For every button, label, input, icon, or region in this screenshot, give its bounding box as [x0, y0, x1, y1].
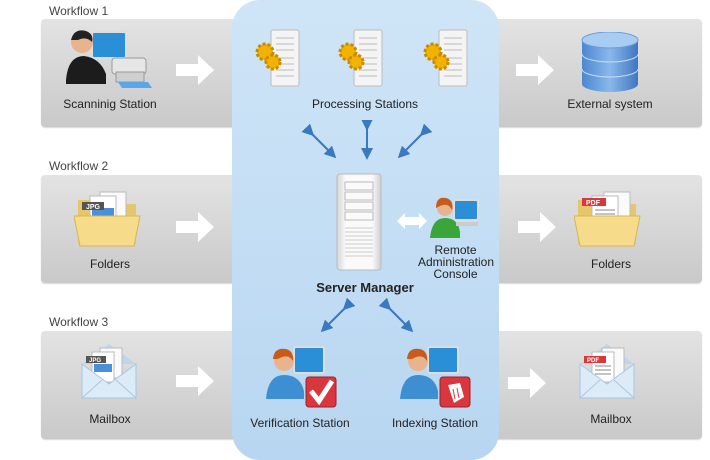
processing-server-icon-3	[423, 29, 468, 87]
connector-arrows	[301, 120, 433, 333]
scanning-station-label: Scanninig Station	[63, 97, 157, 111]
external-system-label: External system	[567, 97, 653, 111]
indexing-station-label: Indexing Station	[391, 416, 479, 430]
target-folders-label: Folders	[590, 257, 631, 271]
remote-admin-label-line1: Remote	[434, 243, 477, 257]
workflow-2-label: Workflow 2	[49, 159, 109, 173]
remote-admin-label-line3: Console	[433, 267, 478, 281]
pdf-mailbox-icon: PDF	[579, 344, 635, 399]
remote-admin-label-line2: Administration	[418, 255, 495, 269]
processing-server-icon-2	[338, 29, 383, 87]
flow-arrow-icon	[176, 55, 214, 85]
source-mailbox-label: Mailbox	[89, 412, 131, 426]
flow-arrow-icon	[176, 366, 214, 396]
indexing-station-icon	[400, 346, 471, 408]
flow-arrow-icon	[518, 212, 556, 242]
flow-arrow-icon	[508, 368, 546, 398]
verification-station-label: Verification Station	[250, 416, 350, 430]
processing-server-icon-1	[255, 29, 300, 87]
arrow-server-to-indexing	[378, 297, 414, 333]
source-folders-label: Folders	[89, 257, 130, 271]
jpg-folder-icon: JPG	[74, 191, 141, 247]
jpg-mailbox-icon: JPG	[81, 344, 137, 399]
remote-admin-icon	[430, 197, 479, 238]
pdf-folder-icon: PDF	[574, 191, 641, 247]
flow-arrow-icon	[176, 212, 214, 242]
bidirectional-arrow-icon	[397, 213, 427, 229]
arrow-server-to-processing-left	[301, 123, 337, 159]
jpg-badge: JPG	[89, 358, 101, 364]
pdf-badge: PDF	[587, 358, 599, 364]
scanning-station-icon	[66, 30, 152, 88]
arrow-server-to-verification	[320, 297, 356, 333]
arrow-server-to-processing-right	[397, 123, 433, 159]
verification-station-icon	[266, 346, 337, 408]
database-icon	[581, 32, 639, 92]
server-manager-label: Server Manager	[316, 280, 414, 295]
jpg-badge: JPG	[86, 204, 101, 211]
workflow-1-label: Workflow 1	[49, 4, 109, 18]
flow-arrow-icon	[516, 55, 554, 85]
pdf-badge: PDF	[586, 200, 601, 207]
server-manager-icon	[336, 173, 382, 271]
target-mailbox-label: Mailbox	[590, 412, 632, 426]
remote-admin-label: Remote Administration Console	[418, 243, 495, 281]
workflow-3-label: Workflow 3	[49, 315, 109, 329]
processing-stations-label: Processing Stations	[311, 97, 419, 111]
